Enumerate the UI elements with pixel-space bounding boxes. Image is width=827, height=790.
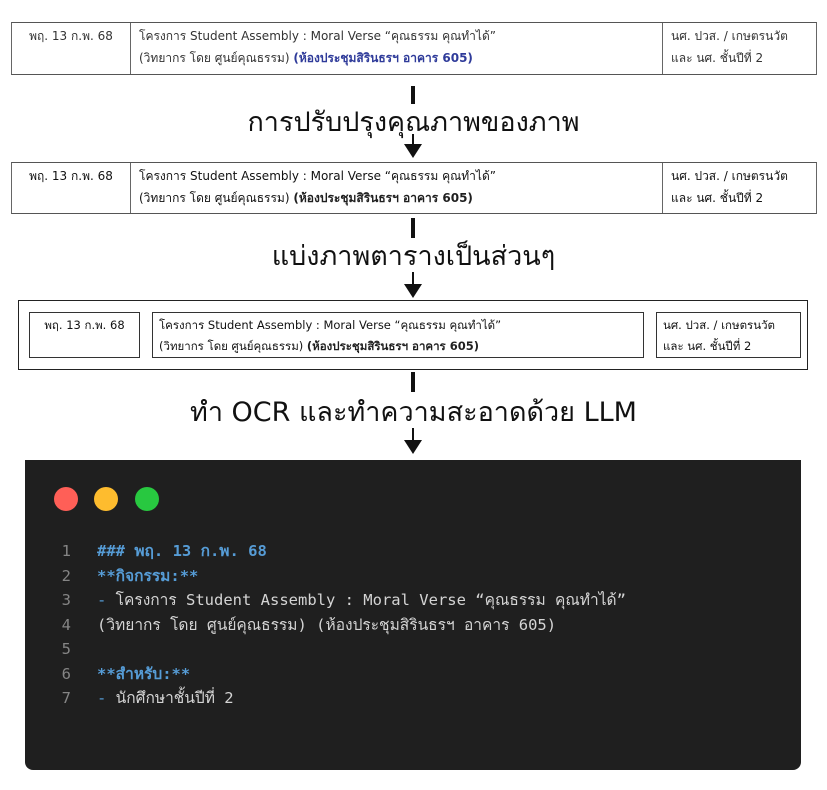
connector-line: [411, 218, 415, 238]
minimize-window-button[interactable]: [94, 487, 118, 511]
list-bullet: -: [97, 689, 107, 707]
code-line: 1 ### พฤ. 13 ก.พ. 68: [25, 539, 801, 564]
activity-cell: โครงการ Student Assembly : Moral Verse “…: [131, 163, 663, 213]
audience-cell: นศ. ปวส. / เกษตรนวัต และ นศ. ชั้นปีที่ 2: [671, 29, 788, 65]
step-enhance-label: การปรับปรุงคุณภาพของภาพ: [247, 107, 580, 138]
step-ocr-label: ทำ OCR และทำความสะอาดด้วย LLM: [190, 397, 637, 428]
arrow-down-icon: [404, 440, 422, 454]
arrow-down-icon: [404, 144, 422, 158]
connector-line: [411, 86, 415, 104]
markdown-heading: ### พฤ. 13 ก.พ. 68: [97, 542, 267, 560]
code-line: 5: [61, 640, 71, 658]
original-table-row: พฤ. 13 ก.พ. 68 โครงการ Student Assembly …: [11, 22, 817, 75]
list-bullet: -: [97, 591, 107, 609]
audience-cell: นศ. ปวส. / เกษตรนวัต และ นศ. ชั้นปีที่ 2: [671, 169, 788, 205]
maximize-window-button[interactable]: [135, 487, 159, 511]
close-window-button[interactable]: [54, 487, 78, 511]
code-editor-window: 1 ### พฤ. 13 ก.พ. 68 2 **กิจกรรม:** 3 - …: [25, 460, 801, 770]
code-line: 6 **สำหรับ:**: [25, 662, 801, 687]
activity-cell: โครงการ Student Assembly : Moral Verse “…: [131, 23, 663, 74]
arrow-down-icon: [404, 284, 422, 298]
code-line: 3 - โครงการ Student Assembly : Moral Ver…: [25, 588, 801, 613]
segmented-table-row: พฤ. 13 ก.พ. 68 โครงการ Student Assembly …: [18, 300, 808, 370]
step-segment-label: แบ่งภาพตารางเป็นส่วนๆ: [271, 241, 556, 272]
arrow-stem: [412, 272, 414, 286]
code-line: 2 **กิจกรรม:**: [25, 564, 801, 589]
activity-segment: โครงการ Student Assembly : Moral Verse “…: [152, 312, 644, 358]
markdown-bold: **กิจกรรม:**: [97, 566, 199, 585]
enhanced-table-row: พฤ. 13 ก.พ. 68 โครงการ Student Assembly …: [11, 162, 817, 214]
date-segment: พฤ. 13 ก.พ. 68: [29, 312, 140, 358]
markdown-bold: **สำหรับ:**: [97, 664, 191, 683]
audience-segment: นศ. ปวส. / เกษตรนวัต และ นศ. ชั้นปีที่ 2: [656, 312, 801, 358]
code-line: 7 - นักศึกษาชั้นปีที่ 2: [25, 686, 801, 711]
code-line: 4 (วิทยากร โดย ศูนย์คุณธรรม) (ห้องประชุม…: [61, 615, 557, 634]
code-content: 1 ### พฤ. 13 ก.พ. 68 2 **กิจกรรม:** 3 - …: [25, 539, 801, 711]
arrow-stem: [412, 134, 414, 146]
date-cell: พฤ. 13 ก.พ. 68: [12, 23, 131, 74]
date-cell: พฤ. 13 ก.พ. 68: [12, 163, 131, 213]
connector-line: [411, 372, 415, 392]
arrow-stem: [412, 428, 414, 442]
